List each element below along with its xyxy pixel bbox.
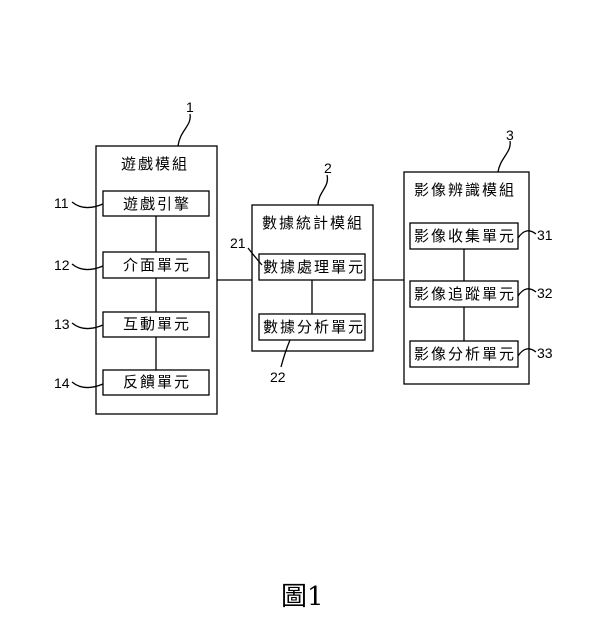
- module-3-title: 影像辨識模組: [414, 181, 517, 199]
- unit-13-label: 互動單元: [123, 315, 192, 333]
- leader-2: [317, 174, 329, 206]
- leader-3: [497, 140, 511, 173]
- leader-14: [71, 381, 104, 389]
- figure-caption: 圖1: [281, 582, 324, 612]
- unit-22-ref: 22: [270, 369, 286, 385]
- leader-12: [71, 263, 104, 271]
- leader-33: [517, 348, 537, 357]
- leader-21: [247, 247, 263, 266]
- module-1-ref: 1: [186, 99, 194, 115]
- leader-11: [71, 201, 104, 209]
- unit-21-label: 數據處理單元: [263, 258, 366, 276]
- unit-12-ref: 12: [54, 257, 70, 273]
- module-1-title: 遊戲模組: [121, 155, 190, 173]
- unit-11-ref: 11: [54, 195, 69, 211]
- unit-32-ref: 32: [537, 285, 553, 301]
- leader-22: [280, 339, 291, 368]
- module-3-ref: 3: [506, 127, 514, 143]
- leader-13: [71, 322, 104, 330]
- unit-14-ref: 14: [54, 375, 70, 391]
- unit-12-label: 介面單元: [123, 256, 192, 274]
- module-2-ref: 2: [324, 160, 332, 176]
- module-2-title: 數據統計模組: [262, 214, 365, 232]
- unit-31-label: 影像收集單元: [414, 227, 517, 245]
- unit-33-ref: 33: [537, 345, 553, 361]
- unit-32-label: 影像追蹤單元: [414, 285, 517, 303]
- unit-31-ref: 31: [537, 227, 553, 243]
- unit-33-label: 影像分析單元: [414, 345, 517, 363]
- module-3-box: [403, 171, 530, 385]
- leader-32: [517, 288, 537, 297]
- unit-14-label: 反饋單元: [123, 373, 192, 391]
- leader-31: [517, 230, 537, 239]
- unit-11-label: 遊戲引擎: [123, 195, 192, 213]
- module-2-box: [251, 204, 374, 352]
- unit-21-ref: 21: [230, 235, 246, 251]
- leader-1: [177, 113, 191, 147]
- unit-22-label: 數據分析單元: [263, 318, 366, 336]
- unit-13-ref: 13: [54, 316, 70, 332]
